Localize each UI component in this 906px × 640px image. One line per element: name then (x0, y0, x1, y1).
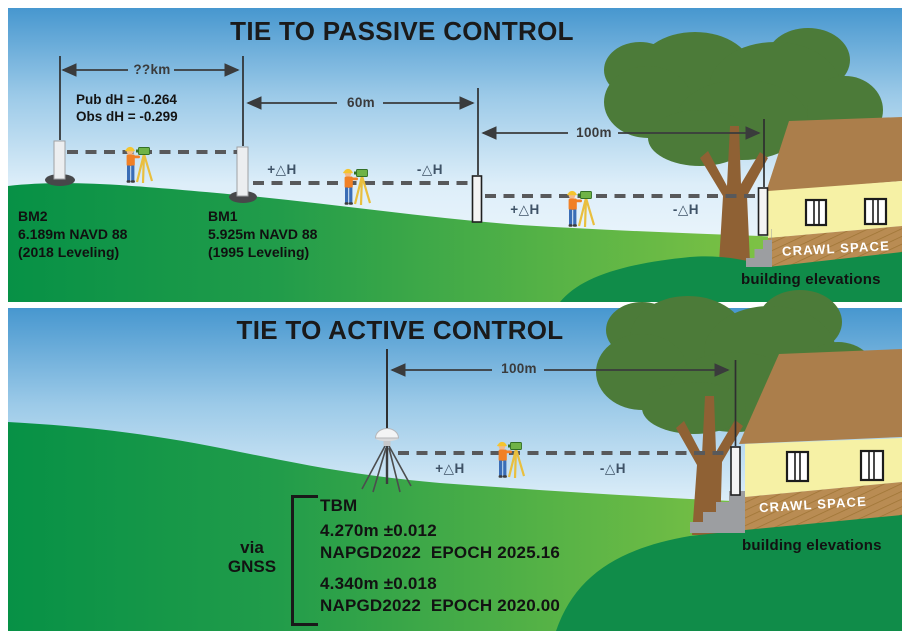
active-panel (8, 290, 902, 631)
gnss-bracket (291, 495, 318, 626)
house-icon (766, 117, 902, 267)
bm1-note: (1995 Leveling) (208, 244, 310, 260)
steps-icon (690, 491, 745, 533)
delta-h-plus-label: +△H (510, 202, 540, 217)
benchmark-monument-icon (45, 140, 75, 186)
bm1-elevation: 5.925m NAVD 88 (208, 226, 318, 242)
bm2-name: BM2 (18, 208, 48, 224)
leveling-rod-icon (471, 175, 483, 223)
leveling-rod-icon (730, 446, 741, 496)
delta-h-minus-label: -△H (416, 162, 444, 177)
distance-label-60m: 60m (347, 95, 375, 110)
distance-label-km: ??km (133, 62, 171, 77)
observed-dh-label: Obs dH = -0.299 (76, 109, 178, 124)
window-icon (863, 197, 888, 226)
passive-title: TIE TO PASSIVE CONTROL (230, 16, 574, 46)
window-icon (804, 198, 828, 227)
bm1-label: BM1 5.925m NAVD 88 (1995 Leveling) (208, 207, 317, 261)
window-icon (785, 450, 810, 483)
height-datum-dashed-line (67, 150, 756, 198)
delta-h-minus-label: -△H (672, 202, 700, 217)
window-icon (859, 449, 885, 482)
gnss-antenna-icon (361, 349, 412, 493)
tbm-datum-1: NAPGD2022 EPOCH 2025.16 (320, 543, 561, 562)
bm2-note: (2018 Leveling) (18, 244, 120, 260)
gnss-label: GNSS (227, 557, 277, 576)
tbm-label: TBM (320, 496, 358, 515)
foreground-bank (560, 252, 902, 302)
leveling-rod-icon (757, 187, 769, 236)
crawl-space-band (768, 226, 902, 267)
foreground-bank (556, 515, 902, 631)
distance-label-100m: 100m (576, 125, 612, 140)
extension-lines (59, 56, 765, 187)
passive-panel (8, 8, 902, 302)
tbm-datum-2: NAPGD2022 EPOCH 2020.00 (320, 596, 561, 615)
roof (766, 117, 902, 192)
active-title: TIE TO ACTIVE CONTROL (236, 315, 564, 345)
delta-h-plus-label: +△H (435, 461, 465, 476)
delta-h-plus-label: +△H (267, 162, 297, 177)
delta-h-minus-label: -△H (599, 461, 627, 476)
steps-icon (746, 229, 772, 267)
benchmark-monument-icon (229, 146, 257, 203)
building-elevations-label: building elevations (741, 271, 881, 288)
bm1-name: BM1 (208, 208, 238, 224)
bm2-elevation: 6.189m NAVD 88 (18, 226, 128, 242)
building-elevations-label: building elevations (742, 537, 882, 554)
bm2-label: BM2 6.189m NAVD 88 (2018 Leveling) (18, 207, 127, 261)
tbm-elevation-2: 4.340m ±0.018 (320, 574, 437, 593)
distance-label-100m: 100m (501, 361, 537, 376)
roof (739, 349, 902, 444)
dimension-arrows (61, 63, 761, 140)
via-label: via (240, 538, 264, 557)
tbm-elevation-1: 4.270m ±0.012 (320, 521, 437, 540)
published-dh-label: Pub dH = -0.264 (76, 92, 177, 107)
